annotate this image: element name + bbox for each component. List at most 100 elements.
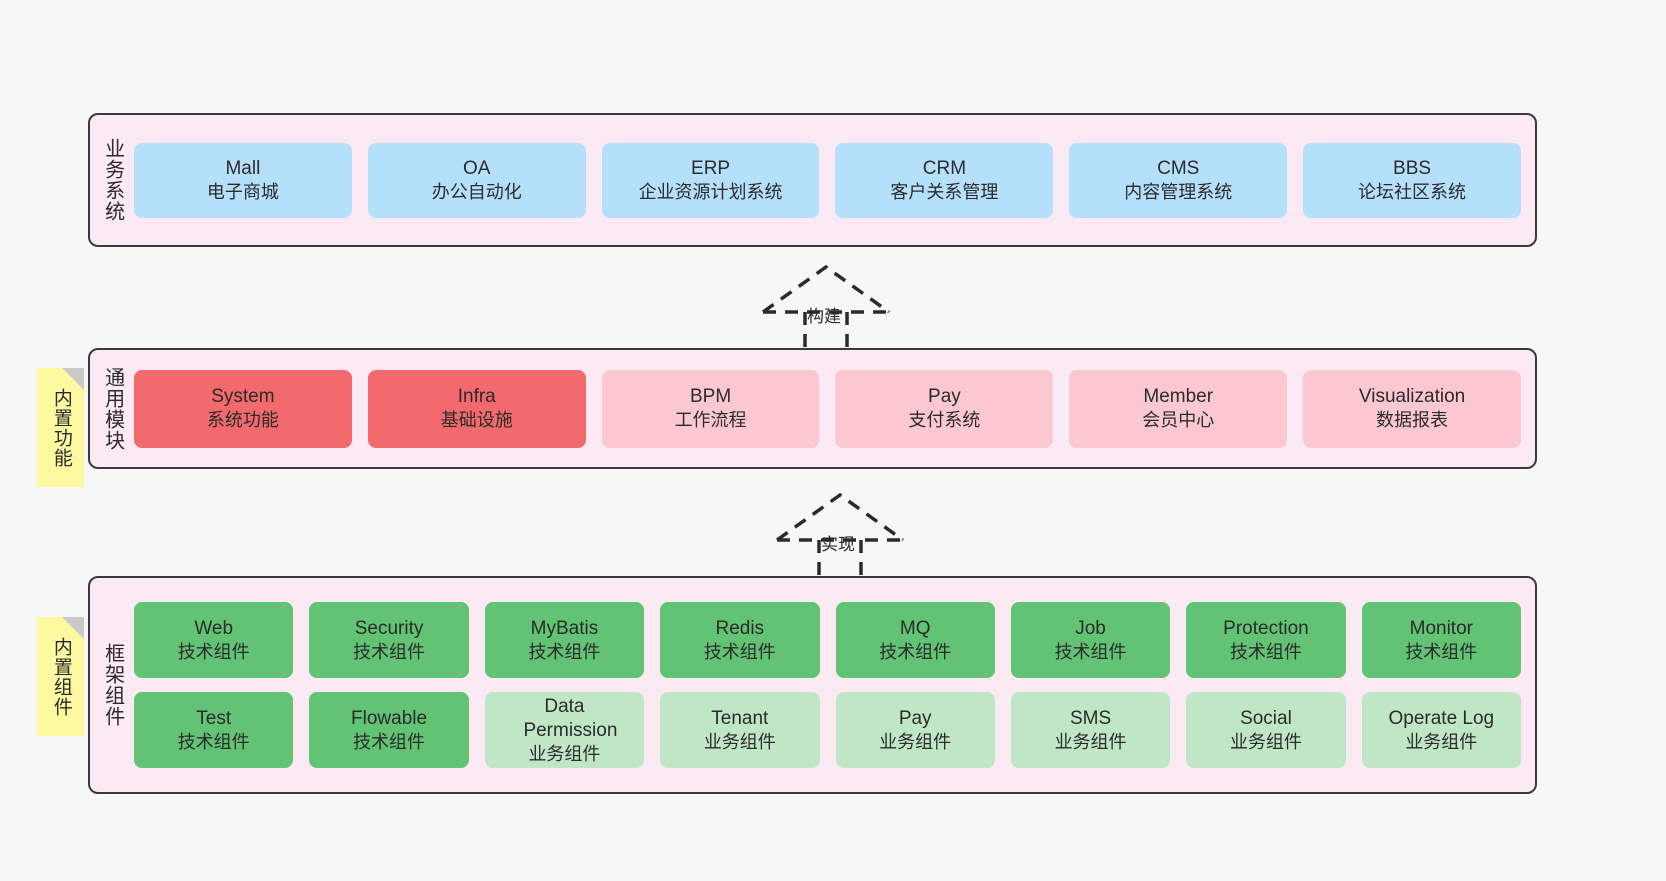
card-mybatis-cn: 技术组件 — [528, 641, 601, 662]
card-security-en: Security — [354, 617, 424, 639]
card-protection[interactable]: Protection 技术组件 — [1186, 602, 1346, 678]
card-security-cn: 技术组件 — [353, 641, 426, 662]
card-member[interactable]: Member 会员中心 — [1069, 369, 1288, 448]
card-pay-component[interactable]: Pay 业务组件 — [835, 692, 995, 768]
card-flowable-cn: 技术组件 — [353, 731, 426, 752]
card-web-en: Web — [194, 617, 234, 639]
card-tenant-en: Tenant — [711, 707, 769, 729]
card-job[interactable]: Job 技术组件 — [1010, 602, 1171, 678]
connector-implement-label: 实现 — [821, 535, 855, 554]
card-member-cn: 会员中心 — [1142, 410, 1215, 431]
card-redis[interactable]: Redis 技术组件 — [660, 602, 820, 678]
card-crm-cn: 客户关系管理 — [890, 181, 999, 202]
note-builtin-component: 内置组件 — [37, 617, 84, 736]
card-row-common-module: System 系统功能 Infra 基础设施 BPM 工作流程 Pay 支付系统… — [134, 369, 1521, 448]
card-oa[interactable]: OA 办公自动化 — [367, 142, 586, 218]
card-visualization-cn: 数据报表 — [1376, 410, 1449, 431]
card-flowable-en: Flowable — [351, 707, 428, 729]
card-mall-en: Mall — [225, 157, 261, 179]
card-bbs[interactable]: BBS 论坛社区系统 — [1303, 142, 1521, 218]
card-erp[interactable]: ERP 企业资源计划系统 — [601, 142, 820, 218]
card-social[interactable]: Social 业务组件 — [1186, 692, 1346, 768]
card-oa-cn: 办公自动化 — [431, 181, 522, 202]
card-member-en: Member — [1143, 386, 1214, 408]
layer-common-module: 通用模块 System 系统功能 Infra 基础设施 BPM 工作流程 Pay — [88, 348, 1537, 469]
card-mall-cn: 电子商城 — [206, 181, 279, 202]
card-pay-module-cn: 支付系统 — [908, 410, 981, 431]
card-pay-module[interactable]: Pay 支付系统 — [835, 369, 1054, 448]
card-bbs-cn: 论坛社区系统 — [1358, 181, 1467, 202]
card-system[interactable]: System 系统功能 — [134, 369, 352, 448]
card-operate-log-cn: 业务组件 — [1405, 731, 1478, 752]
card-cms[interactable]: CMS 内容管理系统 — [1069, 142, 1288, 218]
card-sms[interactable]: SMS 业务组件 — [1010, 692, 1171, 768]
card-protection-cn: 技术组件 — [1229, 641, 1302, 662]
connector-build-label: 构建 — [807, 307, 841, 326]
card-test-en: Test — [196, 707, 232, 729]
card-web[interactable]: Web 技术组件 — [134, 602, 294, 678]
card-infra[interactable]: Infra 基础设施 — [367, 369, 586, 448]
card-oa-en: OA — [463, 157, 491, 179]
card-data-permission-en: Data Permission — [523, 696, 618, 741]
card-bpm-en: BPM — [689, 386, 732, 408]
card-social-en: Social — [1240, 707, 1292, 729]
card-protection-en: Protection — [1223, 617, 1309, 639]
card-data-permission-cn: 业务组件 — [528, 743, 601, 764]
card-flowable[interactable]: Flowable 技术组件 — [309, 692, 469, 768]
card-system-cn: 系统功能 — [206, 410, 279, 431]
layer-body-business-system: Mall 电子商城 OA 办公自动化 ERP 企业资源计划系统 CRM 客户关系… — [134, 115, 1535, 245]
card-mybatis-en: MyBatis — [530, 617, 599, 639]
layer-title-framework-component: 框架组件 — [101, 643, 124, 727]
card-monitor[interactable]: Monitor 技术组件 — [1361, 602, 1521, 678]
card-mq-en: MQ — [899, 617, 931, 639]
card-redis-en: Redis — [715, 617, 765, 639]
card-system-en: System — [211, 386, 275, 408]
layer-body-framework-component: Web 技术组件 Security 技术组件 MyBatis 技术组件 Redi… — [134, 578, 1535, 792]
card-cms-cn: 内容管理系统 — [1124, 181, 1233, 202]
card-crm[interactable]: CRM 客户关系管理 — [835, 142, 1054, 218]
card-mall[interactable]: Mall 电子商城 — [134, 142, 352, 218]
card-visualization-en: Visualization — [1358, 386, 1466, 408]
card-cms-en: CMS — [1157, 157, 1200, 179]
card-sms-cn: 业务组件 — [1054, 731, 1127, 752]
layer-title-common-module: 通用模块 — [101, 366, 124, 451]
card-visualization[interactable]: Visualization 数据报表 — [1303, 369, 1521, 448]
card-tenant-cn: 业务组件 — [703, 731, 776, 752]
card-row-business-system: Mall 电子商城 OA 办公自动化 ERP 企业资源计划系统 CRM 客户关系… — [134, 142, 1521, 218]
card-pay-module-en: Pay — [928, 386, 961, 408]
card-pay-component-cn: 业务组件 — [879, 731, 952, 752]
card-tenant[interactable]: Tenant 业务组件 — [660, 692, 820, 768]
card-monitor-cn: 技术组件 — [1405, 641, 1478, 662]
card-erp-en: ERP — [691, 157, 731, 179]
card-job-cn: 技术组件 — [1054, 641, 1127, 662]
layer-body-common-module: System 系统功能 Infra 基础设施 BPM 工作流程 Pay 支付系统… — [134, 350, 1535, 467]
card-erp-cn: 企业资源计划系统 — [638, 181, 783, 202]
card-data-permission[interactable]: Data Permission 业务组件 — [484, 692, 645, 768]
card-operate-log-en: Operate Log — [1388, 707, 1495, 729]
card-row-business-components: Test 技术组件 Flowable 技术组件 Data Permission … — [134, 692, 1521, 768]
card-grid-framework-component: Web 技术组件 Security 技术组件 MyBatis 技术组件 Redi… — [134, 602, 1521, 768]
card-social-cn: 业务组件 — [1229, 731, 1302, 752]
connector-build: 构建 — [758, 262, 898, 348]
card-job-en: Job — [1075, 617, 1106, 639]
note-builtin-component-label: 内置组件 — [50, 636, 72, 717]
note-builtin-function: 内置功能 — [37, 368, 84, 487]
card-security[interactable]: Security 技术组件 — [309, 602, 469, 678]
card-crm-en: CRM — [922, 157, 967, 179]
card-sms-en: SMS — [1069, 707, 1112, 729]
layer-title-business-system: 业务系统 — [101, 138, 124, 222]
card-mybatis[interactable]: MyBatis 技术组件 — [484, 602, 645, 678]
card-row-technical-components: Web 技术组件 Security 技术组件 MyBatis 技术组件 Redi… — [134, 602, 1521, 678]
connector-implement: 实现 — [772, 490, 912, 576]
card-bpm-cn: 工作流程 — [674, 410, 747, 431]
card-infra-cn: 基础设施 — [440, 410, 513, 431]
card-mq-cn: 技术组件 — [879, 641, 952, 662]
card-mq[interactable]: MQ 技术组件 — [835, 602, 995, 678]
card-operate-log[interactable]: Operate Log 业务组件 — [1361, 692, 1521, 768]
card-test[interactable]: Test 技术组件 — [134, 692, 294, 768]
card-web-cn: 技术组件 — [177, 641, 250, 662]
card-bpm[interactable]: BPM 工作流程 — [601, 369, 820, 448]
card-pay-component-en: Pay — [898, 707, 932, 729]
card-infra-en: Infra — [457, 386, 496, 408]
